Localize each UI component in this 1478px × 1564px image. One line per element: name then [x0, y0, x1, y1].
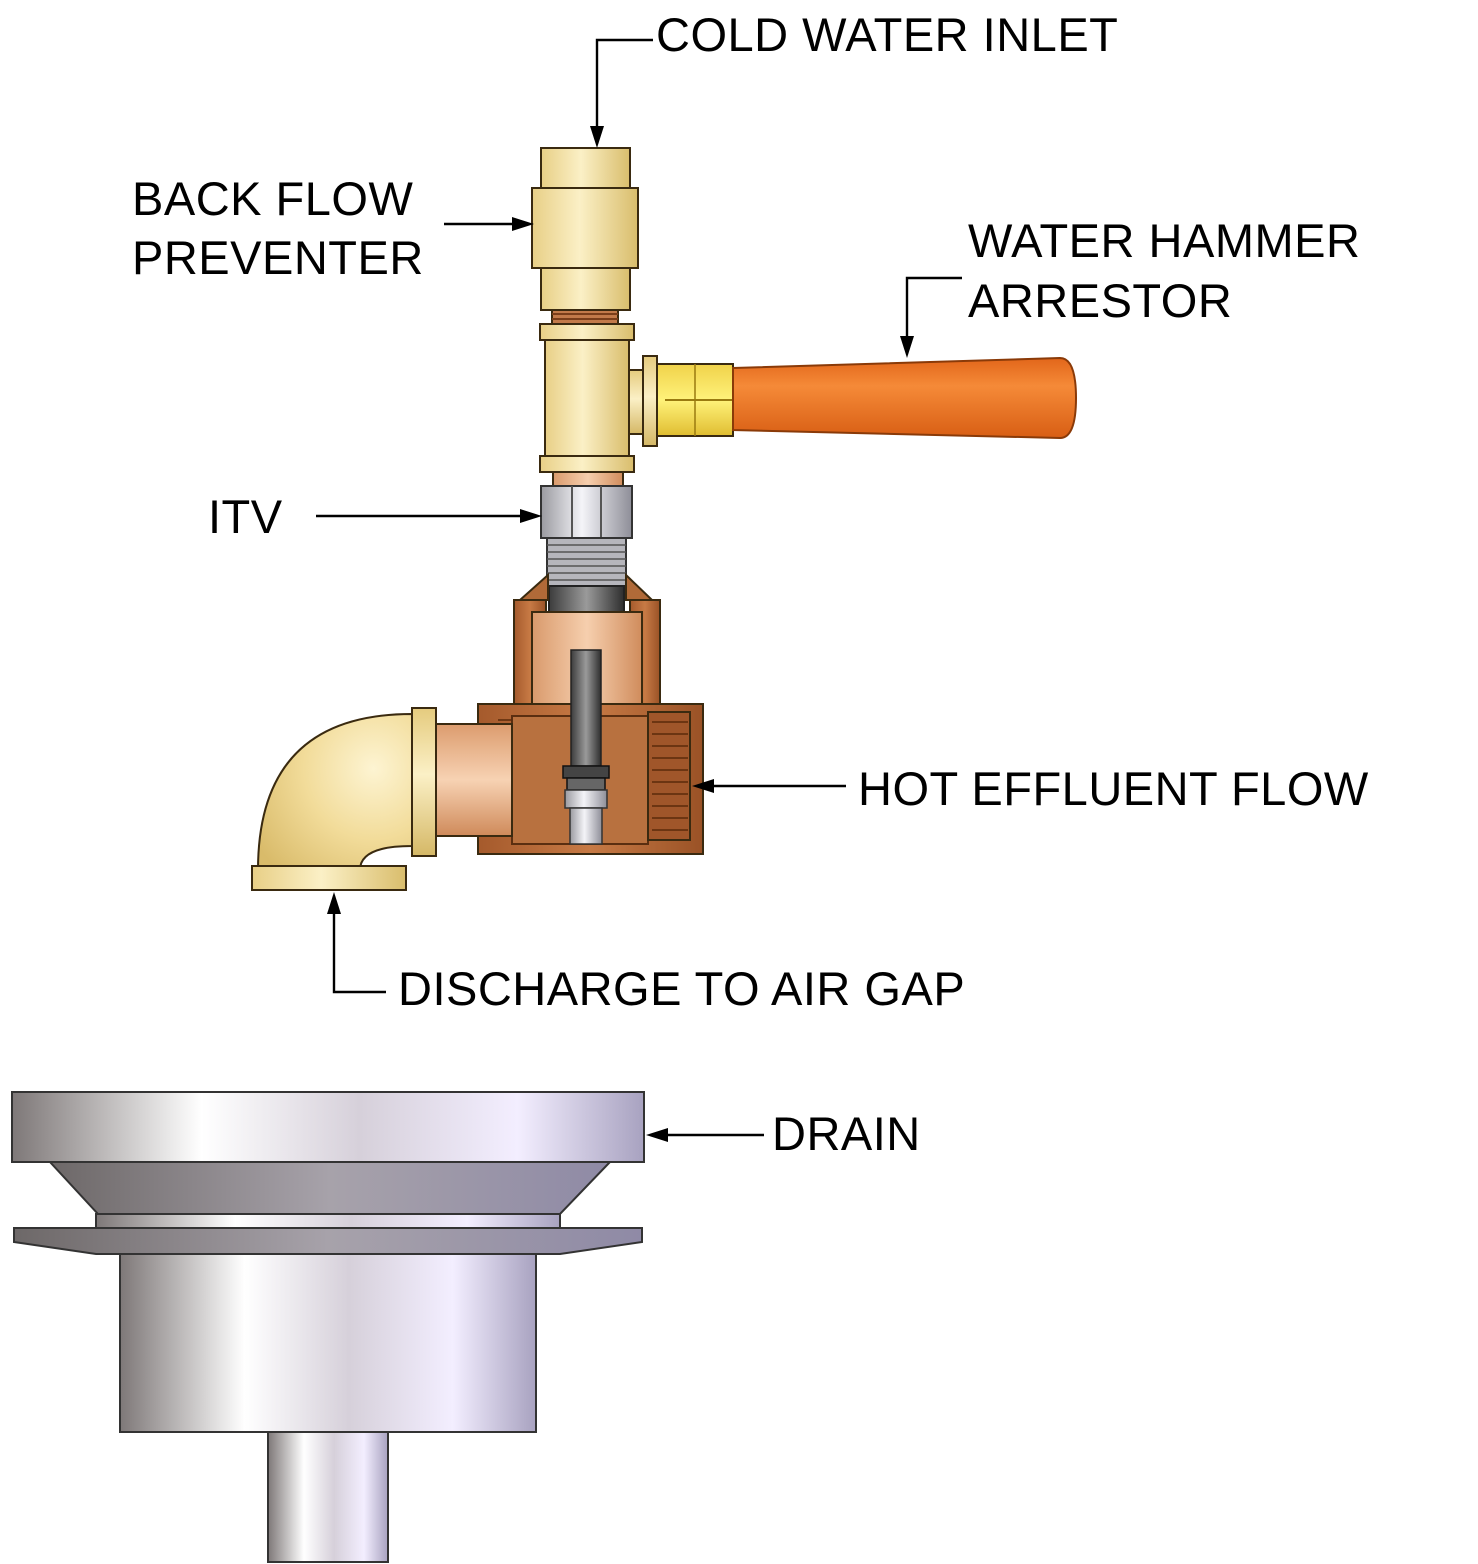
label-water-hammer-arrestor-line2: ARRESTOR: [968, 274, 1233, 327]
label-back-flow-preventer-line1: BACK FLOW: [132, 172, 414, 225]
label-hot-effluent-flow: HOT EFFLUENT FLOW: [858, 762, 1369, 815]
label-cold-water-inlet: COLD WATER INLET: [656, 8, 1119, 61]
copper-pipe: [433, 723, 513, 837]
back-flow-preventer: [531, 147, 639, 325]
copper-nipple: [552, 471, 624, 487]
label-discharge-to-air-gap: DISCHARGE TO AIR GAP: [398, 962, 966, 1015]
leader-hot-effluent-flow: [692, 779, 846, 793]
leader-drain: [646, 1128, 764, 1142]
leader-cold-water-inlet: [590, 38, 653, 148]
valve-stem: [562, 649, 610, 845]
label-itv: ITV: [208, 490, 283, 543]
leader-discharge: [327, 892, 386, 994]
label-back-flow-preventer-line2: PREVENTER: [132, 231, 424, 284]
leader-itv: [316, 509, 542, 523]
tee-fitting: [539, 323, 658, 473]
drain-body: [11, 1091, 645, 1563]
discharge-elbow: [251, 707, 437, 891]
label-drain: DRAIN: [772, 1107, 921, 1160]
leader-back-flow-preventer: [444, 217, 534, 231]
water-hammer-arrestor: [656, 356, 1078, 440]
leader-water-hammer-arrestor: [900, 276, 962, 358]
label-water-hammer-arrestor-line1: WATER HAMMER: [968, 214, 1361, 267]
